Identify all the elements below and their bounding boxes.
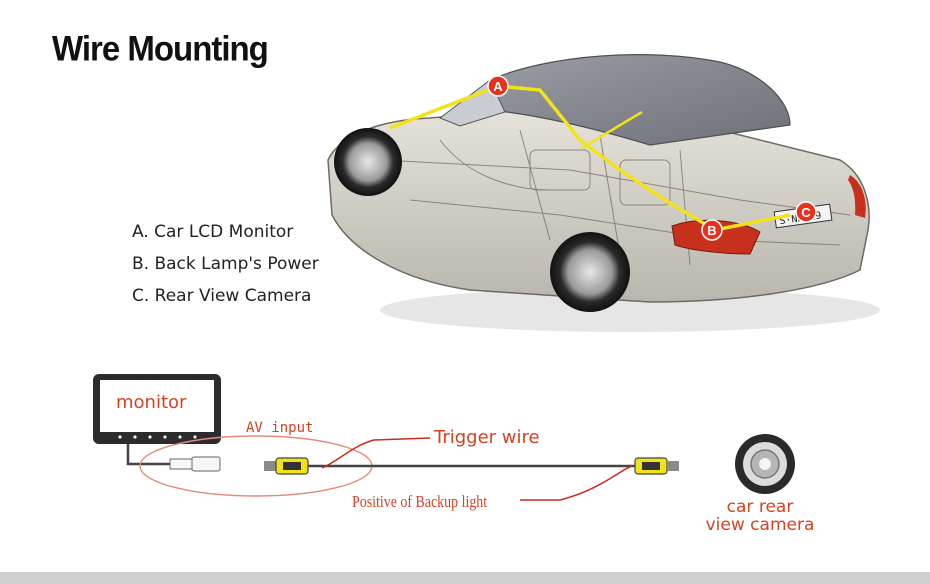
av-input-label: AV input bbox=[246, 420, 314, 436]
rear-wheel bbox=[550, 232, 630, 312]
marker-b: B bbox=[701, 219, 723, 241]
legend-item-camera: C. Rear View Camera bbox=[132, 286, 312, 306]
car-cutaway-illustration: S·NK 29 A B C bbox=[327, 54, 880, 332]
monitor-cable bbox=[126, 444, 172, 466]
marker-a: A bbox=[487, 75, 509, 97]
camera-label-line2: view camera bbox=[705, 515, 815, 535]
bottom-bar bbox=[0, 572, 930, 584]
monitor-connector bbox=[169, 456, 221, 472]
legend-list: A. Car LCD Monitor B. Back Lamp's Power … bbox=[132, 216, 319, 312]
wire-path-branch bbox=[581, 110, 643, 150]
car-internal-frame bbox=[379, 129, 851, 266]
camera-icon bbox=[735, 434, 795, 494]
monitor-label: monitor bbox=[116, 392, 187, 413]
trigger-wire-label: Trigger wire bbox=[434, 427, 540, 448]
marker-c: C bbox=[795, 201, 817, 223]
positive-backup-light-label: Positive of Backup light bbox=[352, 492, 488, 511]
monitor-screen bbox=[100, 380, 214, 432]
page-title: Wire Mounting bbox=[52, 28, 269, 68]
positive-wire bbox=[520, 465, 633, 501]
car-rear-light-right bbox=[848, 175, 866, 218]
marker-b-label: B bbox=[707, 223, 716, 238]
monitor-buttons bbox=[118, 435, 197, 439]
front-wheel bbox=[334, 128, 402, 196]
car-windshield bbox=[438, 79, 506, 127]
legend-item-monitor: A. Car LCD Monitor bbox=[132, 222, 294, 242]
camera-label: car rear view camera bbox=[682, 498, 838, 534]
wiring-diagram bbox=[93, 374, 795, 501]
rca-connector-left bbox=[264, 457, 309, 475]
legend-item-lamp-power: B. Back Lamp's Power bbox=[132, 254, 319, 274]
camera-label-line1: car rear bbox=[726, 497, 794, 517]
trigger-wire bbox=[321, 437, 431, 469]
rca-connector-right bbox=[634, 457, 679, 475]
marker-a-label: A bbox=[493, 79, 503, 94]
car-shadow bbox=[380, 288, 880, 332]
marker-c-label: C bbox=[801, 205, 811, 220]
